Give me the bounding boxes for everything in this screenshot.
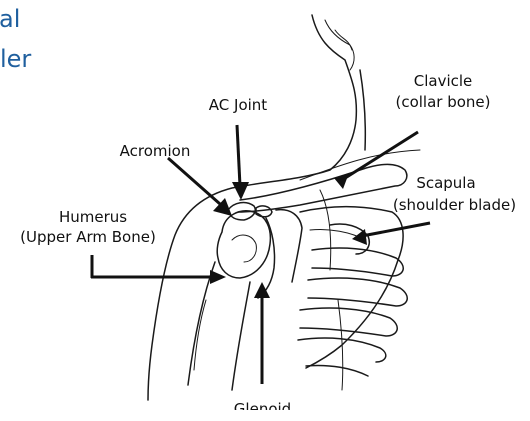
label-acromion: Acromion bbox=[100, 142, 210, 160]
label-humerus-sub: (Upper Arm Bone) bbox=[0, 228, 176, 246]
label-glenoid: Glenoid bbox=[215, 398, 310, 410]
shoulder-line-art bbox=[148, 15, 420, 400]
label-humerus: Humerus bbox=[38, 208, 148, 226]
label-scapula-sub: (shoulder blade) bbox=[382, 196, 527, 214]
label-arrows bbox=[91, 125, 430, 384]
label-scapula: Scapula bbox=[396, 174, 496, 192]
label-clavicle: Clavicle bbox=[398, 72, 488, 90]
label-clavicle-sub: (collar bone) bbox=[378, 93, 508, 111]
label-ac-joint: AC Joint bbox=[193, 96, 283, 114]
